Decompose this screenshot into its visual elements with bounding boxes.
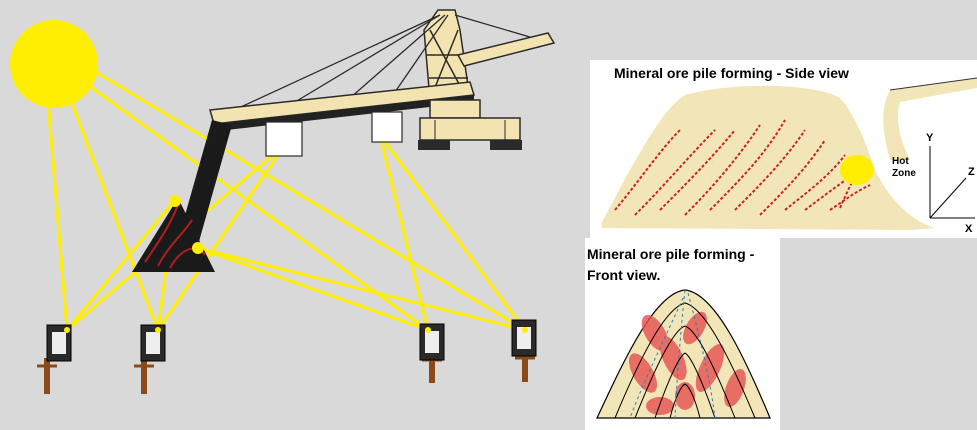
axis-z-label: Z: [968, 166, 975, 178]
side-view-panel: Mineral ore pile forming - Side view Hot…: [590, 60, 977, 238]
ore-pile-icon: [132, 195, 215, 272]
hot-streaks: [629, 311, 746, 415]
sight-lines: [46, 70, 527, 332]
axes-icon: [929, 146, 975, 219]
hot-zone-label-line1: Hot: [892, 156, 909, 167]
axis-y-label: Y: [926, 132, 934, 144]
thermal-camera-icon: [37, 324, 72, 394]
axis-x-label: X: [965, 223, 973, 235]
front-view-panel: Mineral ore pile forming - Front view.: [585, 238, 780, 430]
front-view-title: Mineral ore pile forming - Front view.: [587, 246, 754, 284]
front-view-title-line2: Front view.: [587, 267, 661, 283]
thermal-camera-icon: [419, 323, 445, 383]
front-view-illustration: [596, 289, 771, 419]
stacker-reclaimer-icon: [178, 9, 556, 245]
side-view-illustration: [602, 77, 977, 230]
front-view-title-line1: Mineral ore pile forming -: [587, 246, 755, 262]
thermal-camera-icon: [134, 324, 166, 394]
hot-zone-label: Hot Zone: [892, 156, 916, 180]
hot-zone-label-line2: Zone: [892, 168, 916, 179]
thermal-camera-icon: [511, 319, 537, 382]
sun-icon: [10, 20, 98, 108]
side-view-title: Mineral ore pile forming - Side view: [614, 65, 849, 81]
stacker-scene: [10, 9, 556, 394]
hot-zone-marker: [840, 155, 874, 185]
